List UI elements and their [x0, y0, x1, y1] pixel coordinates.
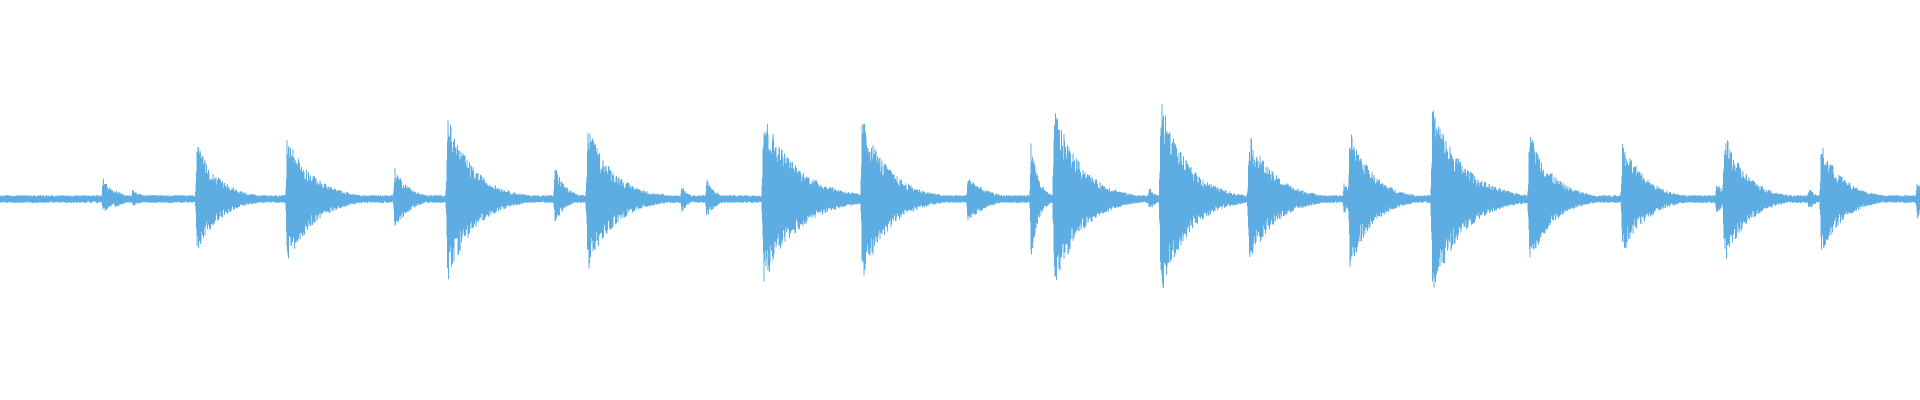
waveform-trace: [0, 104, 1920, 288]
